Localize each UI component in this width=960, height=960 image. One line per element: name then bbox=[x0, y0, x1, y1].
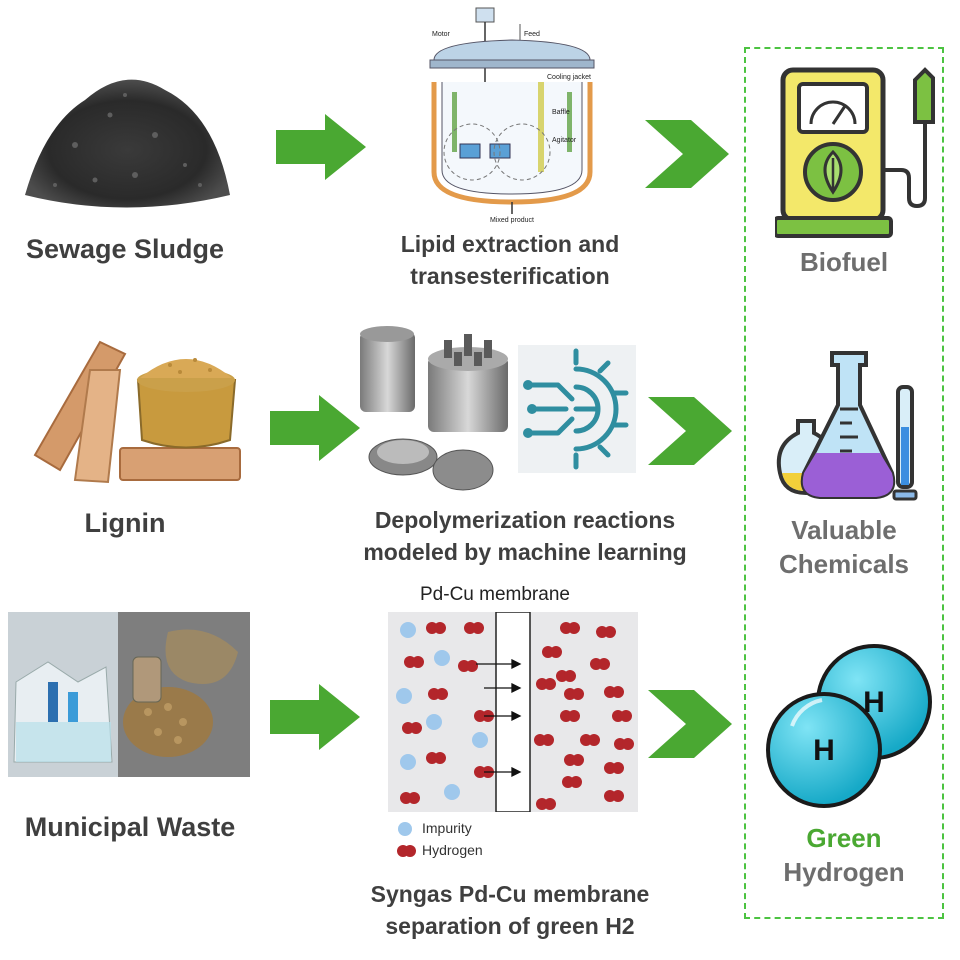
output-label-hydrogen: Hydrogen bbox=[783, 857, 905, 887]
arrow-right-icon bbox=[264, 682, 364, 752]
membrane-separation-diagram bbox=[388, 612, 638, 812]
lignin-wood-image bbox=[30, 330, 245, 490]
arrow-right-icon bbox=[264, 393, 364, 463]
fuel-pump-leaf-icon bbox=[775, 60, 940, 240]
legend-impurity-label: Impurity bbox=[422, 820, 472, 836]
sewage-sludge-image bbox=[15, 45, 235, 225]
source-label-lignin: Lignin bbox=[84, 508, 166, 538]
hydrogen-atom-symbol: H bbox=[863, 686, 885, 719]
machine-learning-gear-icon bbox=[518, 345, 636, 473]
reactor-baffle-label: Baffle bbox=[552, 109, 570, 116]
reactor-motor-label: Motor bbox=[432, 31, 451, 38]
reactor-mixed-product-label: Mixed product bbox=[490, 217, 534, 224]
process-label-lipid-line2: transesterification bbox=[410, 263, 610, 289]
process-label-syngas-line2: separation of green H2 bbox=[385, 913, 635, 939]
chevron-right-icon bbox=[643, 118, 731, 190]
output-label-green: Green bbox=[806, 823, 882, 853]
process-label-lipid-line1: Lipid extraction and bbox=[400, 231, 620, 257]
hydrogen-molecule-icon: H H bbox=[762, 636, 940, 816]
output-label-biofuel: Biofuel bbox=[799, 247, 889, 277]
reactor-feed-label: Feed bbox=[524, 31, 540, 38]
membrane-title: Pd-Cu membrane bbox=[420, 584, 570, 605]
chevron-right-icon bbox=[646, 395, 734, 467]
chevron-right-icon bbox=[646, 688, 734, 760]
hydrogen-atom-symbol: H bbox=[813, 734, 835, 767]
process-label-syngas-line1: Syngas Pd-Cu membrane bbox=[370, 881, 650, 907]
reactor-cooling-jacket-label: Cooling jacket bbox=[547, 74, 591, 81]
municipal-waste-image bbox=[8, 612, 250, 777]
legend-hydrogen-label: Hydrogen bbox=[422, 842, 483, 858]
output-label-chemicals: Chemicals bbox=[778, 549, 910, 579]
process-label-depolymerization-line1: Depolymerization reactions bbox=[374, 507, 676, 533]
outputs-dashed-frame bbox=[744, 47, 944, 919]
legend-impurity-icon bbox=[398, 822, 412, 836]
output-label-valuable: Valuable bbox=[791, 515, 897, 545]
source-label-municipal-waste: Municipal Waste bbox=[24, 812, 236, 842]
legend-hydrogen-icon bbox=[396, 844, 418, 858]
reactor-agitator-label: Agitator bbox=[552, 137, 577, 144]
arrow-right-icon bbox=[270, 112, 370, 182]
process-label-depolymerization-line2: modeled by machine learning bbox=[363, 539, 687, 565]
reactor-parts-image bbox=[358, 322, 516, 497]
chemical-flasks-icon bbox=[770, 345, 930, 505]
stirred-reactor-diagram: Motor Feed Cooling jacket Baffle Agitato… bbox=[412, 2, 610, 224]
source-label-sewage-sludge: Sewage Sludge bbox=[25, 234, 225, 264]
